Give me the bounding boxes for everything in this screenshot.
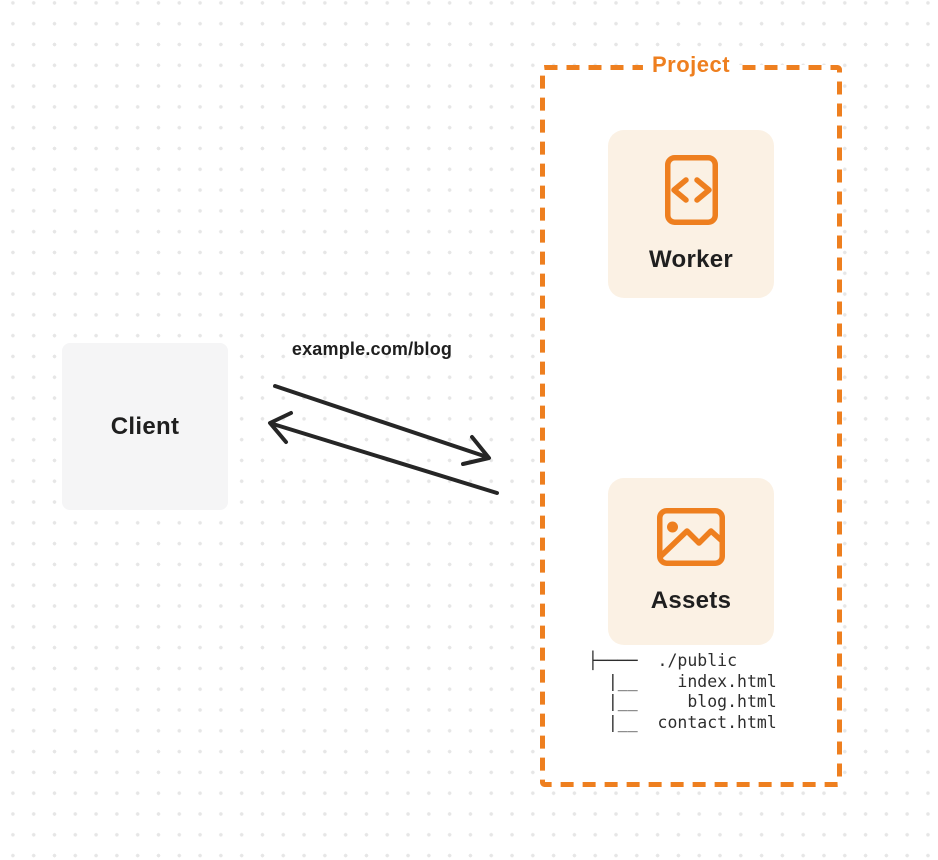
project-label: Project: [642, 52, 740, 78]
client-node: Client: [62, 343, 228, 510]
tree-line-index: |__ index.html: [588, 671, 777, 691]
tree-line-contact: |__ contact.html: [588, 712, 777, 732]
tree-line-public: ├──── ./public: [588, 651, 738, 670]
assets-node: Assets: [608, 478, 774, 645]
request-url-label: example.com/blog: [291, 339, 453, 359]
image-icon: [657, 508, 725, 566]
assets-file-tree: ├──── ./public |__ index.html |__ blog.h…: [588, 651, 777, 733]
worker-node: Worker: [608, 130, 774, 298]
assets-label: Assets: [650, 587, 732, 614]
worker-label: Worker: [648, 245, 734, 273]
request-arrow: [273, 384, 491, 466]
client-label: Client: [110, 412, 180, 440]
response-arrow: [268, 411, 499, 495]
tree-line-blog: |__ blog.html: [588, 692, 777, 711]
project-container: Project Worker Assets ├──── ./public |__…: [540, 52, 842, 787]
code-file-icon: [664, 154, 718, 225]
